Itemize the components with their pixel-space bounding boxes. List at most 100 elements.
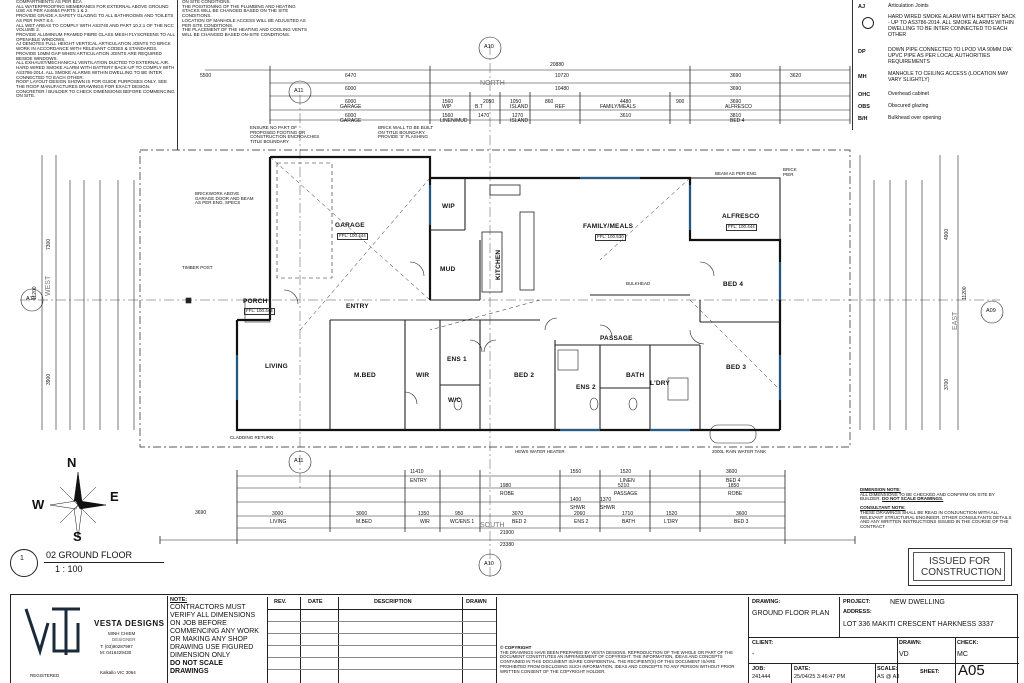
dim-left: 11200 bbox=[32, 286, 38, 300]
dim-label: BED 3 bbox=[734, 519, 749, 525]
site-notes: ON SITE CONDITIONS. THE POSITIONING OF T… bbox=[182, 0, 312, 38]
dim-top: 3690 bbox=[730, 86, 742, 92]
legend-text: Obscured glazing bbox=[888, 103, 929, 109]
legend-text: MANHOLE TO CEILING ACCESS (LOCATION MAY … bbox=[888, 71, 1009, 83]
dim-top: 3810 bbox=[730, 113, 742, 119]
dim-bottom: 3600 bbox=[736, 511, 748, 517]
contractor-note: NOTE: CONTRACTORS MUST VERIFY ALL DIMENS… bbox=[170, 597, 262, 676]
note-line: ALL WET AREAS TO COMPLY WITH AS3740 AND … bbox=[16, 22, 174, 33]
dim-top: 860 bbox=[545, 99, 554, 105]
dim-bottom: 21900 bbox=[500, 530, 514, 536]
dim-label: LINEN bbox=[620, 478, 635, 484]
legend-symbol: DP bbox=[858, 49, 866, 55]
dim-label: B.T bbox=[475, 104, 483, 110]
scale-value: AS @ A3 bbox=[877, 674, 900, 680]
dim-label: GARAGE bbox=[340, 118, 362, 124]
room-wir: WIR bbox=[416, 372, 430, 379]
room-entry: ENTRY bbox=[346, 303, 369, 310]
room-alfresco: ALFRESCO bbox=[722, 213, 760, 220]
room-bath: BATH bbox=[626, 372, 645, 379]
issued-line1: ISSUED FOR bbox=[929, 556, 991, 567]
legend-text: Bulkhead over opening bbox=[888, 115, 942, 121]
job-label: JOB: bbox=[752, 666, 766, 672]
issued-stamp: ISSUED FOR CONSTRUCTION bbox=[908, 548, 1012, 586]
dim-top: 1270 bbox=[512, 113, 524, 119]
legend-symbol: MH bbox=[858, 74, 867, 80]
ffl-alfresco: FFL: 100.444 bbox=[726, 224, 757, 231]
dimension-note-title: DIMENSION NOTE: bbox=[860, 487, 901, 492]
bulkhead-label: BULKHEAD bbox=[626, 281, 651, 286]
room-living: LIVING bbox=[265, 363, 288, 370]
boundary-note: ENSURE NO PART OF PROPOSED FOOTING OR CO… bbox=[250, 125, 320, 145]
ffl-porch: FFL: 100.444 bbox=[244, 308, 275, 315]
view-title-underline bbox=[44, 562, 164, 563]
legend-symbol: OBS bbox=[858, 104, 870, 110]
grid-label-a10-bottom: A10 bbox=[484, 561, 494, 567]
designer-role: DESIGNER bbox=[112, 637, 136, 642]
note-line: HARD WIRED SMOKE ALARM WITH BATTERY BACK… bbox=[16, 65, 175, 80]
compass-e: E bbox=[110, 489, 119, 504]
dim-bottom: 3070 bbox=[512, 511, 524, 517]
dim-label: SHWR bbox=[570, 505, 586, 511]
dim-label: ROBE bbox=[500, 491, 515, 497]
dim-top: 6000 bbox=[345, 113, 357, 119]
dim-top: 10480 bbox=[555, 86, 569, 92]
note-line: AJ DENOTES FULL HEIGHT VERTICAL ARTICULA… bbox=[16, 41, 171, 52]
dim-bottom: 3600 bbox=[726, 469, 738, 475]
copyright-title-text: COPYRIGHT bbox=[504, 645, 532, 650]
west-label: WEST bbox=[45, 275, 52, 296]
room-wc: W/C bbox=[448, 397, 462, 404]
compass-w: W bbox=[32, 497, 45, 512]
project-label: PROJECT: bbox=[843, 599, 871, 605]
company-address: Kalkallo VIC 3064 bbox=[100, 670, 136, 675]
grid-label-a10: A10 bbox=[484, 44, 494, 50]
dim-top: 6000 bbox=[345, 99, 357, 105]
dim-label: ALFRESCO bbox=[725, 104, 752, 110]
room-wip: WIP bbox=[442, 203, 455, 210]
note-line: LOCATION OF MANHOLE ACCESS WILL BE ADJUS… bbox=[182, 17, 306, 28]
dim-top: 2050 bbox=[483, 99, 495, 105]
dim-label: REF bbox=[555, 104, 565, 110]
ffl-garage: FFL: 100.444 bbox=[337, 233, 368, 240]
dimension-note-emph: DO NOT SCALE DRAWINGS. bbox=[882, 496, 944, 502]
contractor-note-text: CONTRACTORS MUST VERIFY ALL DIMENSIONS O… bbox=[170, 603, 259, 660]
dim-bottom: 1850 bbox=[728, 483, 740, 489]
copyright-block: © COPYRIGHT THE DRAWINGS HAVE BEEN PREPA… bbox=[500, 645, 742, 674]
room-ldry: L'DRY bbox=[650, 380, 670, 387]
dim-label: BED 2 bbox=[512, 519, 527, 525]
dim-top: 6470 bbox=[345, 73, 357, 79]
dim-top: 4480 bbox=[620, 99, 632, 105]
room-mbed: M.BED bbox=[354, 372, 376, 379]
dim-label: LIVING bbox=[270, 519, 287, 525]
dim-left: 7300 bbox=[46, 238, 52, 250]
dimension-note: DIMENSION NOTE: ALL DIMENSIONS TO BE CHE… bbox=[860, 487, 1012, 530]
south-label: SOUTH bbox=[480, 522, 505, 529]
note-line: PROVIDE ALUMINIUM FRAMED FIBRE GLASS MES… bbox=[16, 32, 175, 42]
dim-bottom: 5210 bbox=[618, 483, 630, 489]
room-porch: PORCH bbox=[243, 298, 268, 305]
room-family-meals: FAMILY/MEALS bbox=[583, 223, 634, 230]
room-kitchen: KITCHEN bbox=[495, 249, 502, 280]
note-line: PROVIDE GRADE A SAFETY GLAZING TO ALL BA… bbox=[16, 13, 174, 23]
dim-bottom: 950 bbox=[455, 511, 464, 517]
dim-top: 20880 bbox=[550, 62, 564, 68]
dim-bottom: 3000 bbox=[356, 511, 368, 517]
dim-label: ROBE bbox=[728, 491, 743, 497]
dim-label: ISLAND bbox=[510, 118, 529, 124]
cladding-return-label: CLADDING RETURN bbox=[230, 435, 274, 440]
room-bed2: BED 2 bbox=[514, 372, 535, 379]
scale-label: SCALE: bbox=[877, 666, 898, 672]
view-number-circle bbox=[10, 549, 38, 577]
legend-text: HARD WIRED SMOKE ALARM WITH BATTERY BACK… bbox=[888, 14, 1016, 38]
sheet-label: SHEET: bbox=[920, 669, 940, 675]
dim-top: 1560 bbox=[442, 113, 454, 119]
grid-label-a09: A09 bbox=[986, 308, 996, 314]
hws-label: HEWS WATER HEATER bbox=[515, 449, 565, 454]
consultant-note-title: CONSULTANT NOTE: bbox=[860, 505, 906, 511]
dim-bottom: 1520 bbox=[666, 511, 678, 517]
rev-header: REV. bbox=[274, 599, 287, 605]
grid-label-a11-bottom: A11 bbox=[294, 458, 304, 464]
dim-top: 6000 bbox=[345, 86, 357, 92]
dim-top: 3690 bbox=[730, 99, 742, 105]
dim-top: 3690 bbox=[730, 73, 742, 79]
